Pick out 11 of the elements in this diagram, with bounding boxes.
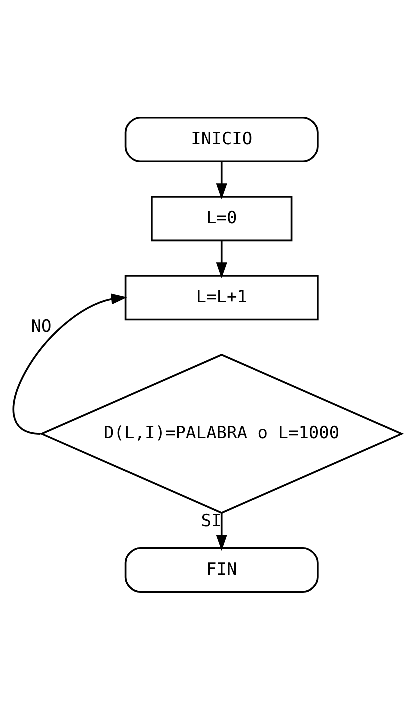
node-box: FIN: [124, 546, 319, 593]
edge-label: SI: [201, 511, 222, 532]
edge-label: NO: [31, 316, 52, 337]
node-box: L=L+1: [124, 274, 319, 320]
arrow: [13, 293, 128, 434]
node-diamond: D(L,I)=PALABRA o L=1000: [40, 354, 404, 514]
node-box: INICIO: [124, 116, 319, 162]
arrow: [216, 512, 228, 550]
node-box: L=0: [151, 196, 293, 242]
arrow: [216, 240, 228, 278]
arrow: [216, 161, 228, 199]
